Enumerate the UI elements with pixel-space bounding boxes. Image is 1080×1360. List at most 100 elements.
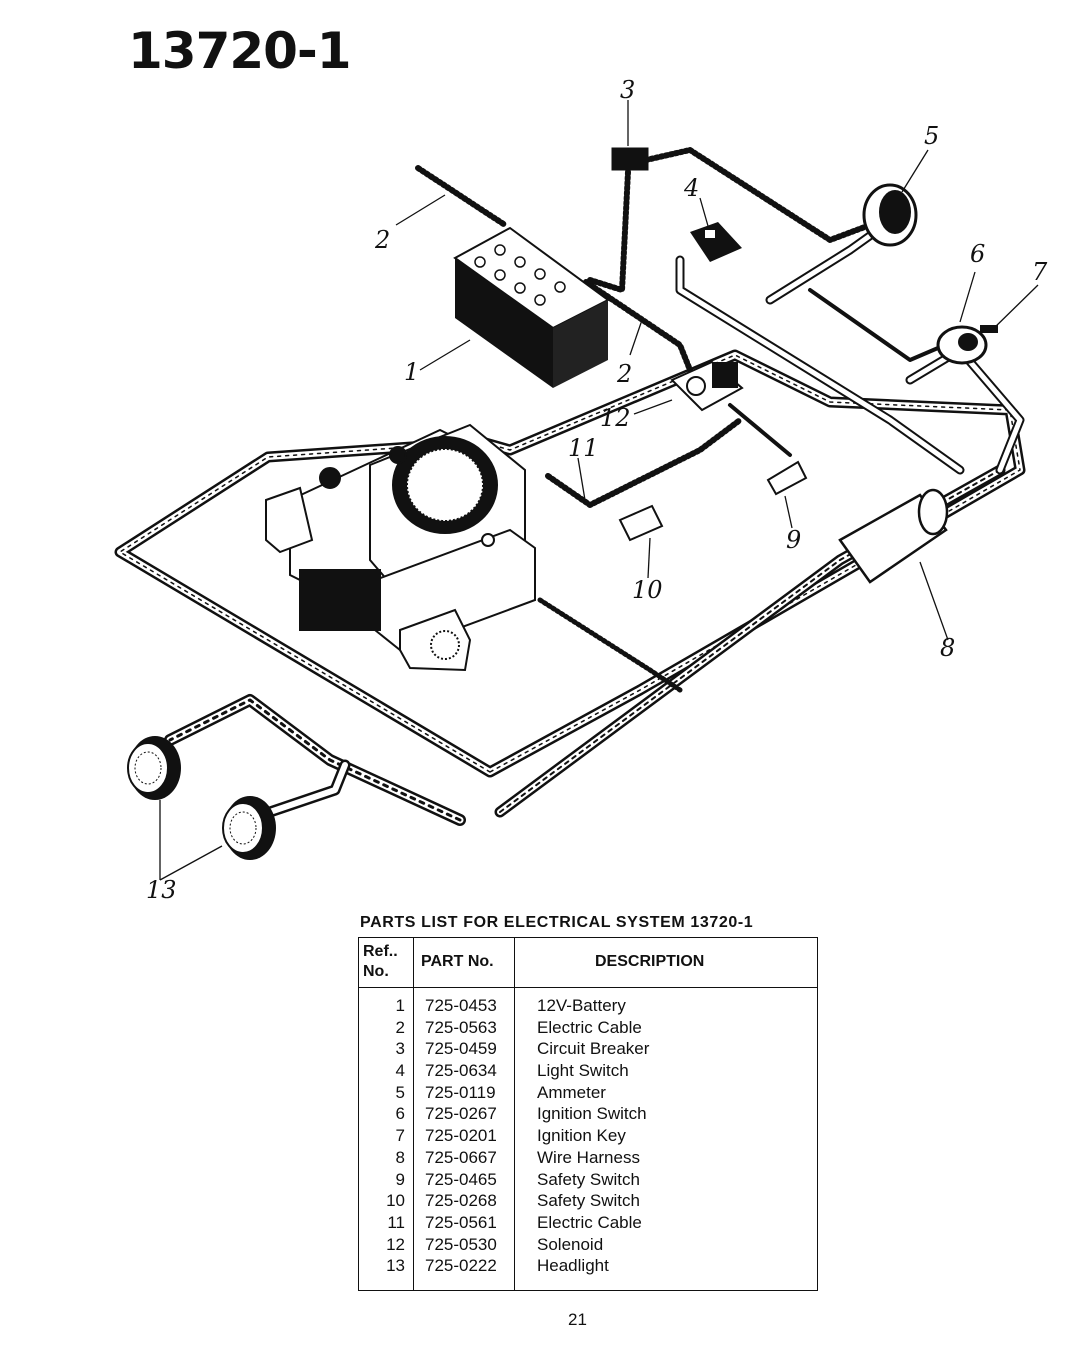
column-divider <box>413 938 414 1290</box>
description-cell: 12V-Battery <box>537 996 626 1015</box>
ref-cell: 10 <box>386 1191 405 1211</box>
description-cell: Wire Harness <box>537 1147 640 1167</box>
description-cell: Ammeter <box>537 1082 606 1102</box>
ref-cell: 11 <box>387 1212 405 1232</box>
header-rule <box>359 987 817 988</box>
table-row: 7 725-0201 Ignition Key <box>359 1125 817 1147</box>
callout-1: 1 <box>404 358 419 386</box>
page-number: 21 <box>568 1310 587 1329</box>
description-cell: Electric Cable <box>537 1212 642 1232</box>
ref-cell: 2 <box>395 1017 405 1037</box>
description-cell: Solenoid <box>537 1234 604 1254</box>
description-cell: Headlight <box>537 1256 609 1276</box>
ref-cell: 1 <box>395 996 405 1015</box>
table-row: 4 725-0634 Light Switch <box>359 1060 817 1082</box>
table-row: 12 725-0530 Solenoid <box>359 1234 817 1256</box>
table-row: 9 725-0465 Safety Switch <box>359 1169 817 1191</box>
part-number-cell: 725-0119 <box>425 1082 496 1102</box>
part-number-cell: 725-0634 <box>425 1061 497 1081</box>
callout-8: 8 <box>940 634 955 662</box>
page-title: 13720-1 <box>128 22 351 80</box>
solenoid <box>670 360 744 412</box>
description-cell: Electric Cable <box>537 1017 642 1037</box>
table-row: 6 725-0267 Ignition Switch <box>359 1103 817 1125</box>
ref-cell: 9 <box>395 1169 405 1189</box>
callout-9: 9 <box>786 526 801 554</box>
part-number-cell: 725-0201 <box>425 1126 497 1146</box>
description-cell: Light Switch <box>537 1061 629 1081</box>
solenoid-to-safety-cable <box>728 403 792 457</box>
table-row: 3 725-0459 Circuit Breaker <box>359 1038 817 1060</box>
table-row: 13 725-0222 Headlight <box>359 1255 817 1277</box>
callout-6: 6 <box>970 240 985 268</box>
description-cell: Safety Switch <box>537 1191 640 1211</box>
light-switch <box>690 222 742 262</box>
headlight-2 <box>222 796 276 860</box>
ignition-switch <box>936 325 998 365</box>
callout-11: 11 <box>568 434 599 462</box>
table-row: 5 725-0119 Ammeter <box>359 1082 817 1104</box>
electrical-system-diagram: 1 2 2 3 4 5 6 7 8 9 10 11 12 13 <box>114 76 1048 904</box>
ref-cell: 3 <box>395 1039 405 1059</box>
circuit-breaker <box>611 147 649 171</box>
part-number-cell: 725-0267 <box>425 1104 497 1124</box>
breaker-to-ammeter-cable <box>643 147 873 243</box>
header-part-no: PART No. <box>421 953 494 970</box>
callout-2b: 2 <box>616 360 632 388</box>
battery <box>453 226 610 388</box>
ref-cell: 13 <box>386 1256 405 1276</box>
header-description: DESCRIPTION <box>595 953 705 970</box>
engine <box>265 423 536 672</box>
table-row: 8 725-0667 Wire Harness <box>359 1147 817 1169</box>
ref-cell: 6 <box>395 1104 405 1124</box>
headlight-harness <box>164 464 1006 826</box>
parts-table: Ref.. No. PART No. DESCRIPTION 1 725-0453… <box>358 937 818 1291</box>
callout-10: 10 <box>632 576 663 604</box>
table-row: 1 725-0453 12V-Battery <box>359 995 817 1017</box>
callout-4: 4 <box>683 174 699 202</box>
callout-3: 3 <box>620 76 635 104</box>
leader-lines <box>159 100 1039 881</box>
ref-cell: 5 <box>395 1082 405 1102</box>
ref-cell: 12 <box>386 1234 405 1254</box>
table-row: 11 725-0561 Electric Cable <box>359 1212 817 1234</box>
callout-5: 5 <box>924 122 939 150</box>
description-cell: Ignition Key <box>537 1126 626 1146</box>
header-ref-line2: No. <box>363 963 389 980</box>
part-number-cell: 725-0222 <box>425 1256 497 1276</box>
callout-12: 12 <box>600 404 631 432</box>
engine-to-harness-cable <box>537 597 683 693</box>
part-number-cell: 725-0530 <box>425 1234 497 1254</box>
part-number-cell: 725-0563 <box>425 1017 497 1037</box>
breaker-cable <box>587 169 631 293</box>
part-number-cell: 725-0453 <box>425 996 497 1015</box>
description-cell: Safety Switch <box>537 1169 640 1189</box>
ref-cell: 7 <box>395 1126 405 1146</box>
callout-13: 13 <box>146 876 177 904</box>
battery-cable-negative <box>415 165 508 228</box>
safety-switch-10 <box>618 504 664 542</box>
part-number-cell: 725-0459 <box>425 1039 497 1059</box>
description-cell: Circuit Breaker <box>537 1039 650 1059</box>
table-row: 10 725-0268 Safety Switch <box>359 1190 817 1212</box>
column-divider <box>514 938 515 1290</box>
ref-cell: 4 <box>395 1061 405 1081</box>
header-ref-no: Ref.. No. <box>363 942 409 982</box>
ammeter <box>862 183 918 247</box>
ref-cell: 8 <box>395 1147 405 1167</box>
part-number-cell: 725-0561 <box>425 1212 497 1232</box>
part-number-cell: 725-0268 <box>425 1191 497 1211</box>
safety-switch-9 <box>766 460 808 496</box>
wire-harness-sleeve <box>838 488 949 584</box>
headlight-1 <box>127 736 181 800</box>
callout-7: 7 <box>1032 258 1048 286</box>
cable-11 <box>545 417 743 508</box>
parts-list-heading: PARTS LIST FOR ELECTRICAL SYSTEM 13720-1 <box>360 914 754 931</box>
battery-cable-positive <box>583 279 693 373</box>
callout-2a: 2 <box>374 226 390 254</box>
description-cell: Ignition Switch <box>537 1104 647 1124</box>
header-ref-line1: Ref.. <box>363 943 398 960</box>
part-number-cell: 725-0667 <box>425 1147 497 1167</box>
part-number-cell: 725-0465 <box>425 1169 497 1189</box>
